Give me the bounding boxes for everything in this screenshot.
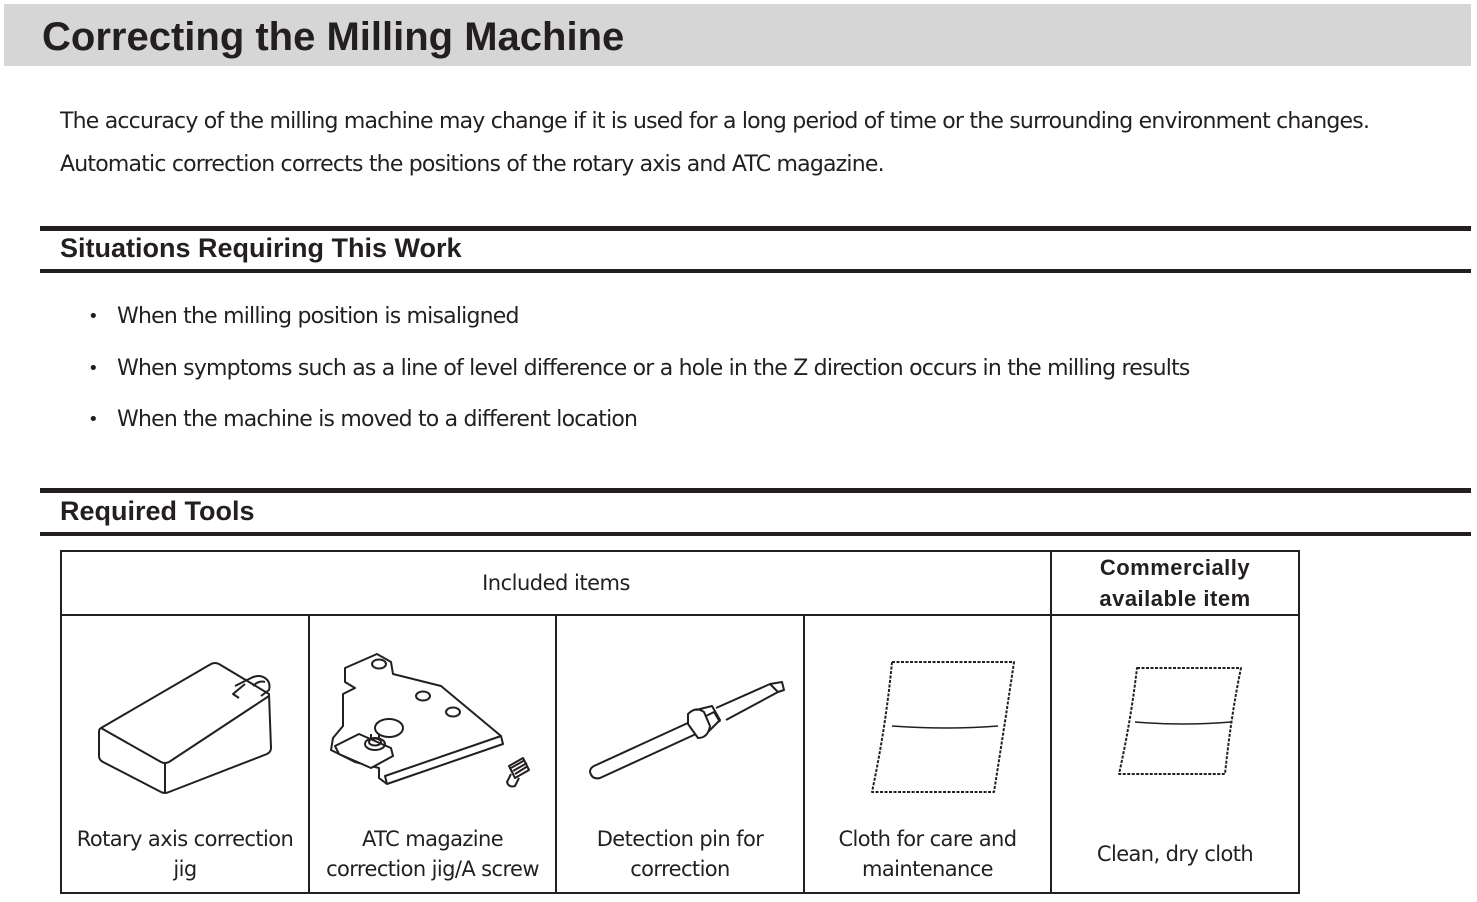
tool-cell-care-cloth: Cloth for care and maintenance [803, 614, 1052, 894]
list-item-text: When the machine is moved to a different… [117, 407, 638, 432]
bullet-icon: • [88, 357, 99, 379]
table-header-row: Included items Commercially available it… [60, 550, 1300, 616]
atc-jig-icon [329, 653, 530, 788]
tool-cell-detection-pin: Detection pin for correction [555, 614, 805, 894]
bullet-icon: • [88, 306, 99, 327]
list-item-text: When the milling position is misaligned [117, 304, 519, 329]
bullet-icon: • [88, 409, 99, 430]
cloth-icon [1118, 667, 1242, 775]
table-row: Rotary axis correction jig [60, 614, 1300, 894]
section-heading-tools: Required Tools [60, 496, 255, 526]
page-title: Correcting the Milling Machine [42, 15, 625, 59]
intro-text: The accuracy of the milling machine may … [60, 100, 1460, 186]
cloth-icon [870, 661, 1015, 793]
tool-label: Cloth for care and maintenance [838, 827, 1017, 881]
intro-line: Automatic correction corrects the positi… [60, 152, 885, 177]
tool-cell-dry-cloth: Clean, dry cloth [1050, 614, 1300, 894]
commercial-item-header: Commercially available item [1050, 550, 1300, 616]
included-items-header: Included items [60, 550, 1052, 616]
tool-label: Rotary axis correction jig [76, 827, 294, 881]
title-bar: Correcting the Milling Machine [4, 4, 1471, 66]
section-heading-situations: Situations Requiring This Work [60, 233, 462, 263]
section-rule [40, 269, 1471, 273]
list-item-text: When symptoms such as a line of level di… [117, 355, 1190, 381]
tool-cell-rotary-jig: Rotary axis correction jig [60, 614, 310, 894]
section-rule [40, 488, 1471, 493]
tool-label: Clean, dry cloth [1096, 842, 1254, 866]
tool-cell-atc-jig: ATC magazine correction jig/A screw [308, 614, 557, 894]
intro-line: The accuracy of the milling machine may … [60, 109, 1370, 134]
commercial-item-header-text: Commercially available item [1099, 555, 1251, 611]
tool-label: Detection pin for correction [596, 827, 764, 881]
section-rule [40, 532, 1471, 536]
tools-table: Included items Commercially available it… [60, 550, 1300, 894]
tool-label: ATC magazine correction jig/A screw [326, 827, 539, 881]
rotary-jig-icon [98, 662, 272, 794]
detection-pin-icon [589, 681, 785, 780]
section-rule [40, 226, 1471, 231]
